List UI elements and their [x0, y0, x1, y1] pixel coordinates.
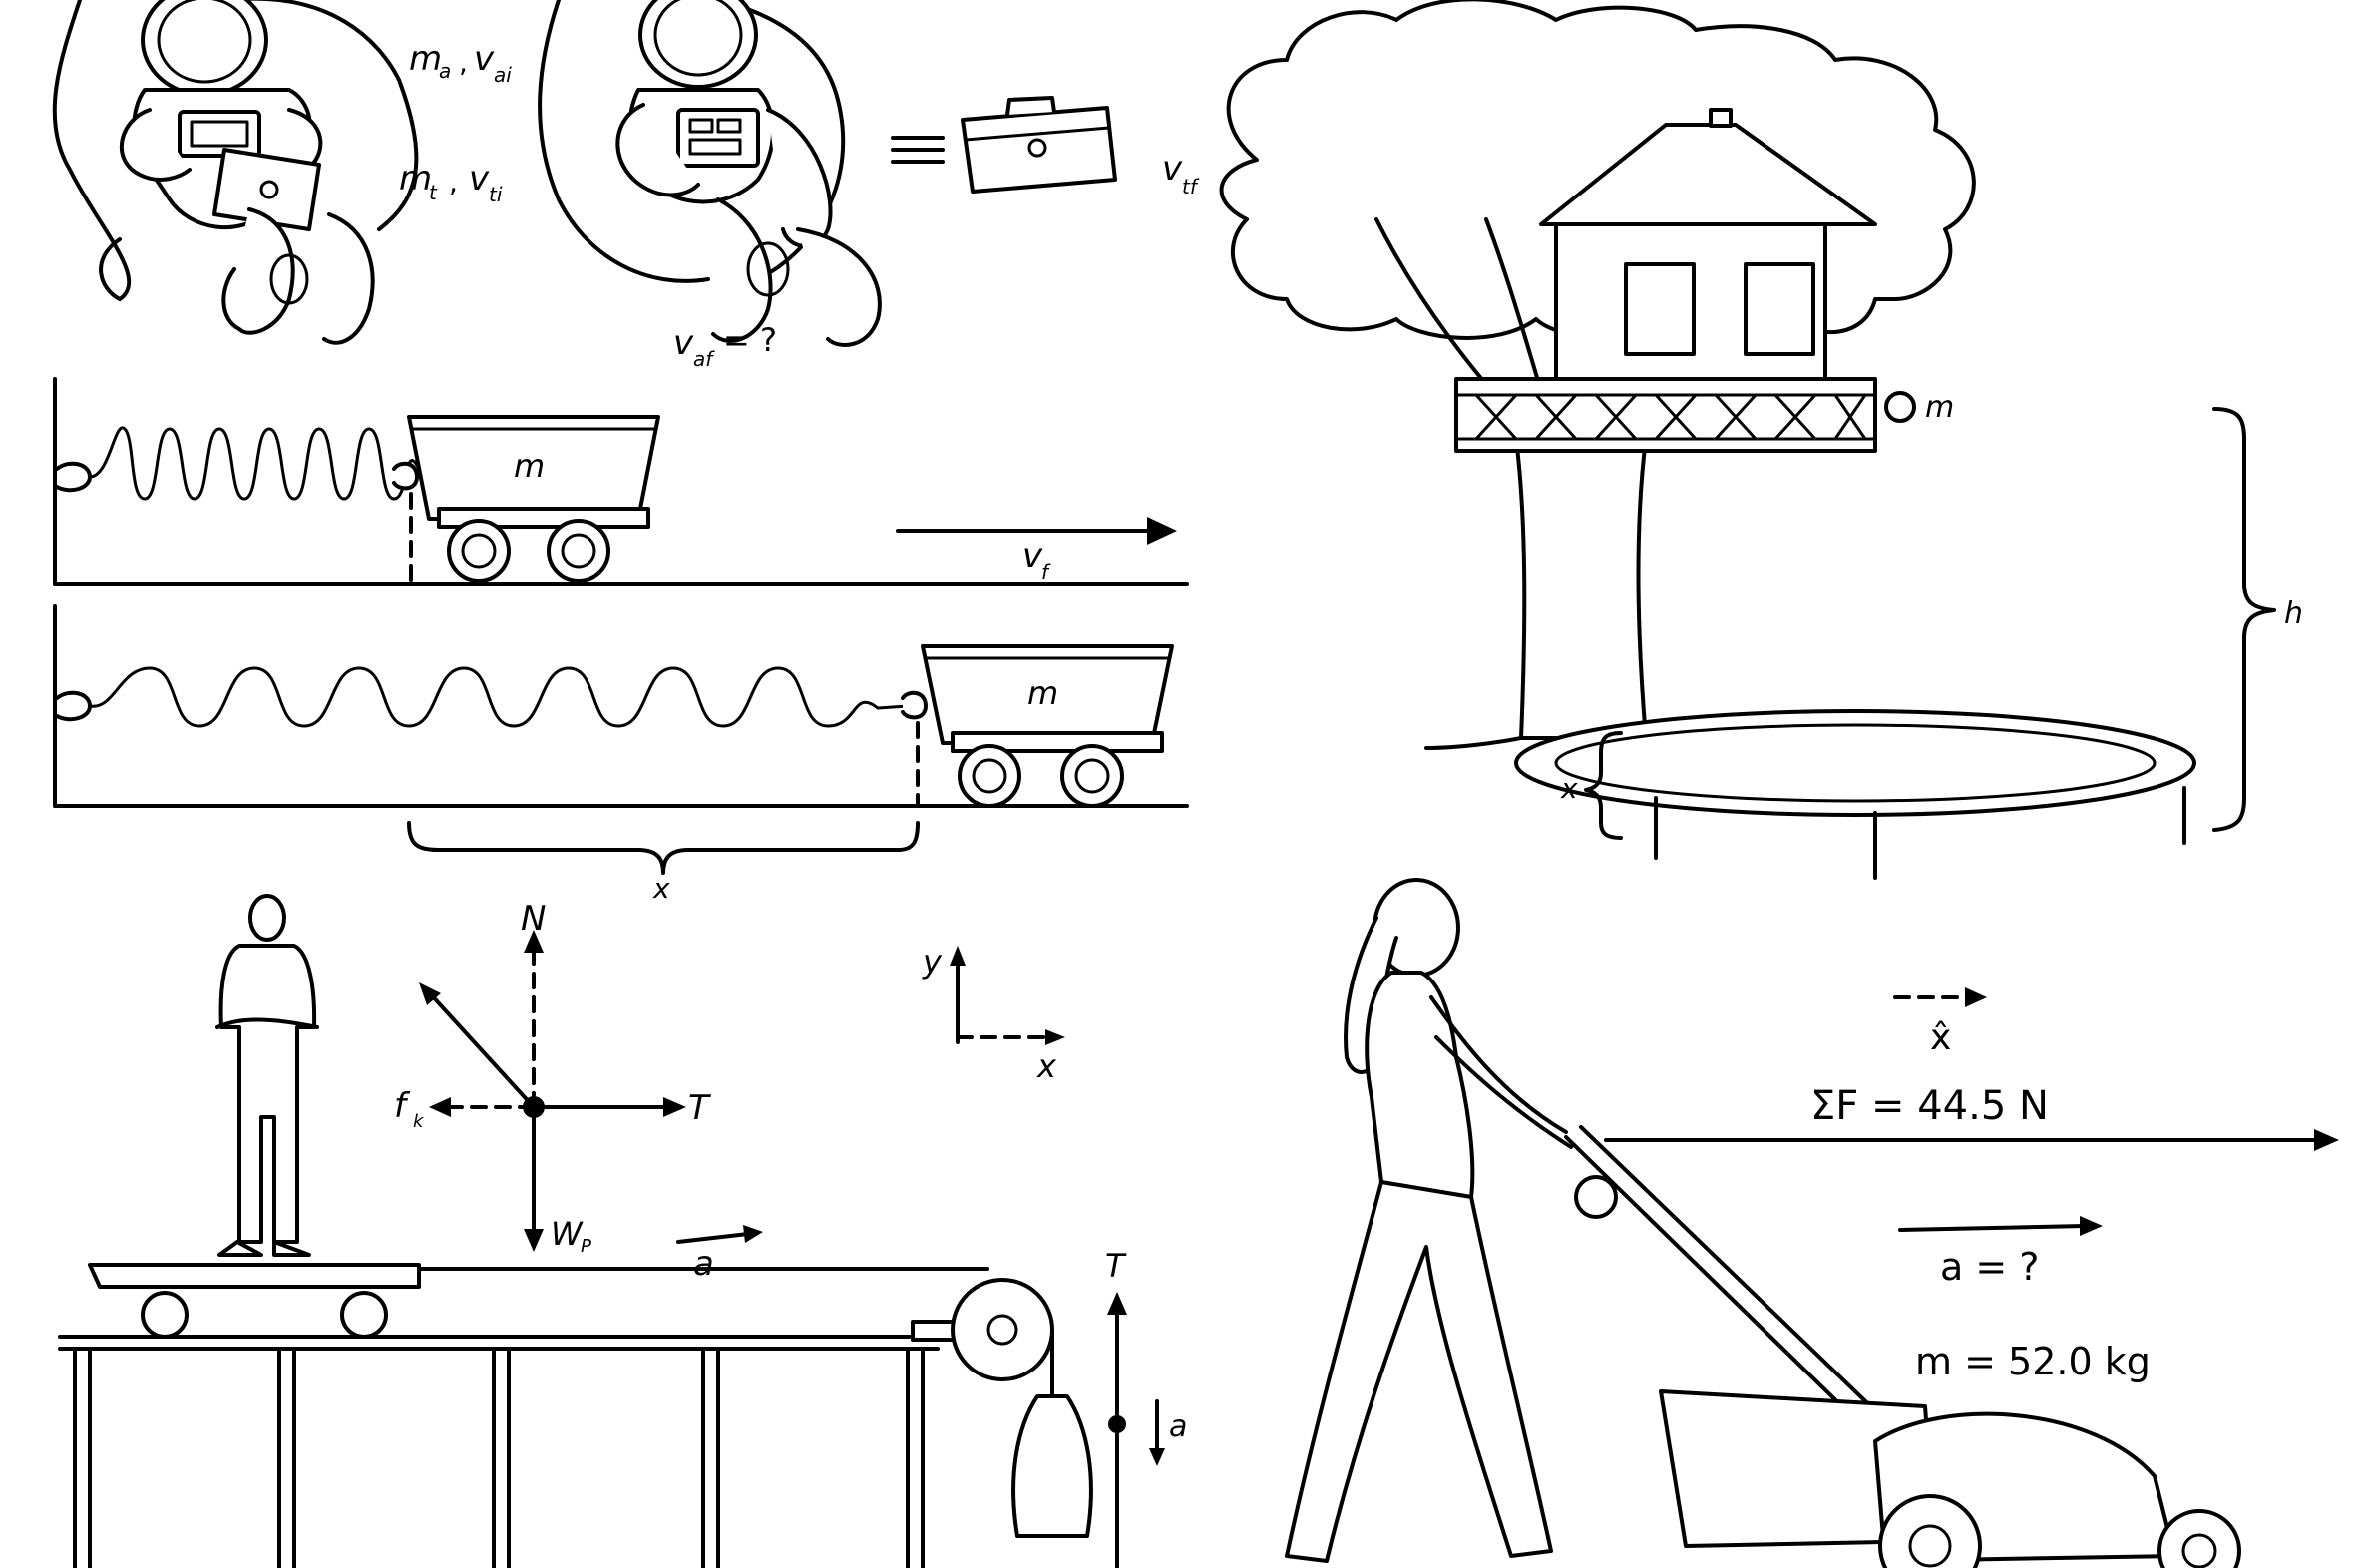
conveyor-pulley: [58, 894, 1165, 1568]
astronaut-2-labels: v tf v af = ?: [673, 149, 1200, 371]
vtf-label: v: [1162, 149, 1183, 189]
comma-1: ,: [459, 46, 468, 79]
astronaut-1-labels: m a , v ai m t , v ti: [399, 39, 512, 206]
vf-label: v: [1022, 536, 1043, 576]
mt-label: m: [399, 159, 432, 198]
spring-cart-bottom-labels: m x: [652, 674, 1058, 905]
mt-sub: t: [429, 181, 438, 204]
vaf-sub: af: [693, 347, 715, 371]
spring-cart-bottom: [53, 604, 1189, 875]
astronaut-throwing-toolbox: [538, 0, 1117, 347]
ma-label: m: [409, 39, 442, 79]
lawnmower-woman: [1285, 878, 2339, 1568]
rope-T: T: [1105, 1247, 1127, 1285]
friction-fk: f: [394, 1086, 411, 1126]
weight-Wp-sub: P: [581, 1236, 591, 1257]
accel-unknown-label: a = ?: [1940, 1245, 2039, 1289]
treehouse-labels: m h x: [1560, 390, 2303, 805]
comma-2: ,: [449, 166, 458, 198]
free-body-diagram: [419, 930, 1065, 1252]
vf-sub: f: [1041, 560, 1051, 584]
conveyor-labels: N f k T W P a y x T a: [394, 899, 1187, 1444]
vaf-tail: = ?: [723, 321, 777, 359]
axis-x: x: [1036, 1047, 1057, 1085]
unit-vector-x: x̂: [1930, 1017, 1951, 1058]
vaf-label: v: [673, 323, 694, 363]
ball-m: m: [1925, 390, 1954, 425]
ma-sub: a: [439, 59, 451, 83]
cart-bottom-m: m: [1027, 674, 1058, 712]
vti-label: v: [469, 159, 490, 198]
tension-T: T: [688, 1088, 711, 1128]
compression-x: x: [1560, 772, 1578, 805]
axis-y: y: [922, 943, 943, 980]
net-force-label: ΣF = 44.5 N: [1810, 1083, 2049, 1129]
astronaut-holding-toolbox: [52, 0, 419, 345]
height-h: h: [2284, 596, 2303, 631]
mass-label: m = 52.0 kg: [1915, 1340, 2151, 1383]
vtf-sub: tf: [1182, 175, 1200, 198]
displacement-x: x: [652, 872, 670, 905]
spring-cart-top: [53, 377, 1189, 586]
weight-Wp: W: [551, 1215, 584, 1253]
spring-cart-top-labels: m v f: [514, 447, 1051, 584]
lawnmower-labels: x̂ ΣF = 44.5 N a = ? m = 52.0 kg: [1810, 1017, 2151, 1383]
accel-a: a: [693, 1244, 714, 1284]
vai-sub: ai: [494, 63, 512, 87]
friction-fk-sub: k: [413, 1111, 425, 1132]
vti-sub: ti: [489, 183, 503, 206]
rope-a: a: [1169, 1409, 1187, 1444]
vai-label: v: [474, 39, 495, 79]
normal-force-N: N: [521, 899, 546, 939]
treehouse-trampoline: [1219, 0, 2276, 880]
cart-top-m: m: [514, 447, 545, 485]
